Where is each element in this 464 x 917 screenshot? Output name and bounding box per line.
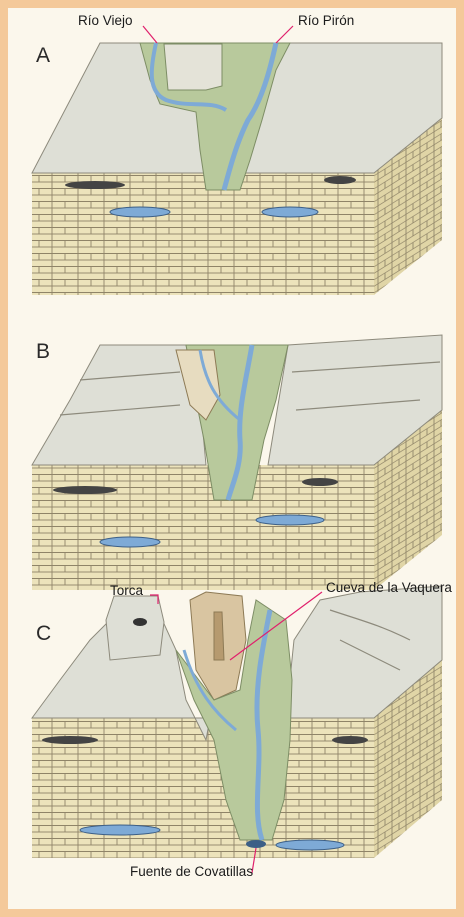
- block-diagram-a: [32, 26, 442, 295]
- cave-void: [42, 736, 98, 744]
- cave-void: [302, 478, 338, 486]
- cave-void: [53, 486, 117, 494]
- label-torca: Torca: [110, 583, 143, 598]
- front-face-a: [32, 173, 374, 295]
- cave-void: [332, 736, 368, 744]
- cueva-de-la-vaquera: [214, 612, 224, 660]
- spring-outlet: [246, 840, 266, 848]
- aquifer: [80, 825, 160, 835]
- label-cueva-de-la-vaquera: Cueva de la Vaquera: [326, 580, 452, 595]
- label-rio-viejo: Río Viejo: [78, 13, 133, 28]
- cave-void: [324, 176, 356, 184]
- block-diagram-b: [32, 335, 442, 590]
- torca-sinkhole: [133, 618, 147, 626]
- aquifer: [256, 515, 324, 525]
- panel-label-c: C: [36, 622, 51, 646]
- aquifer: [110, 207, 170, 217]
- meander-core-a: [164, 44, 222, 90]
- aquifer: [262, 207, 318, 217]
- panel-label-a: A: [36, 44, 50, 68]
- panel-label-b: B: [36, 340, 50, 364]
- aquifer: [100, 537, 160, 547]
- cave-void: [65, 181, 125, 189]
- label-fuente-de-covatillas: Fuente de Covatillas: [130, 864, 253, 879]
- aquifer: [276, 840, 344, 850]
- label-rio-piron: Río Pirón: [298, 13, 354, 28]
- torca-pinnacle: [106, 596, 164, 660]
